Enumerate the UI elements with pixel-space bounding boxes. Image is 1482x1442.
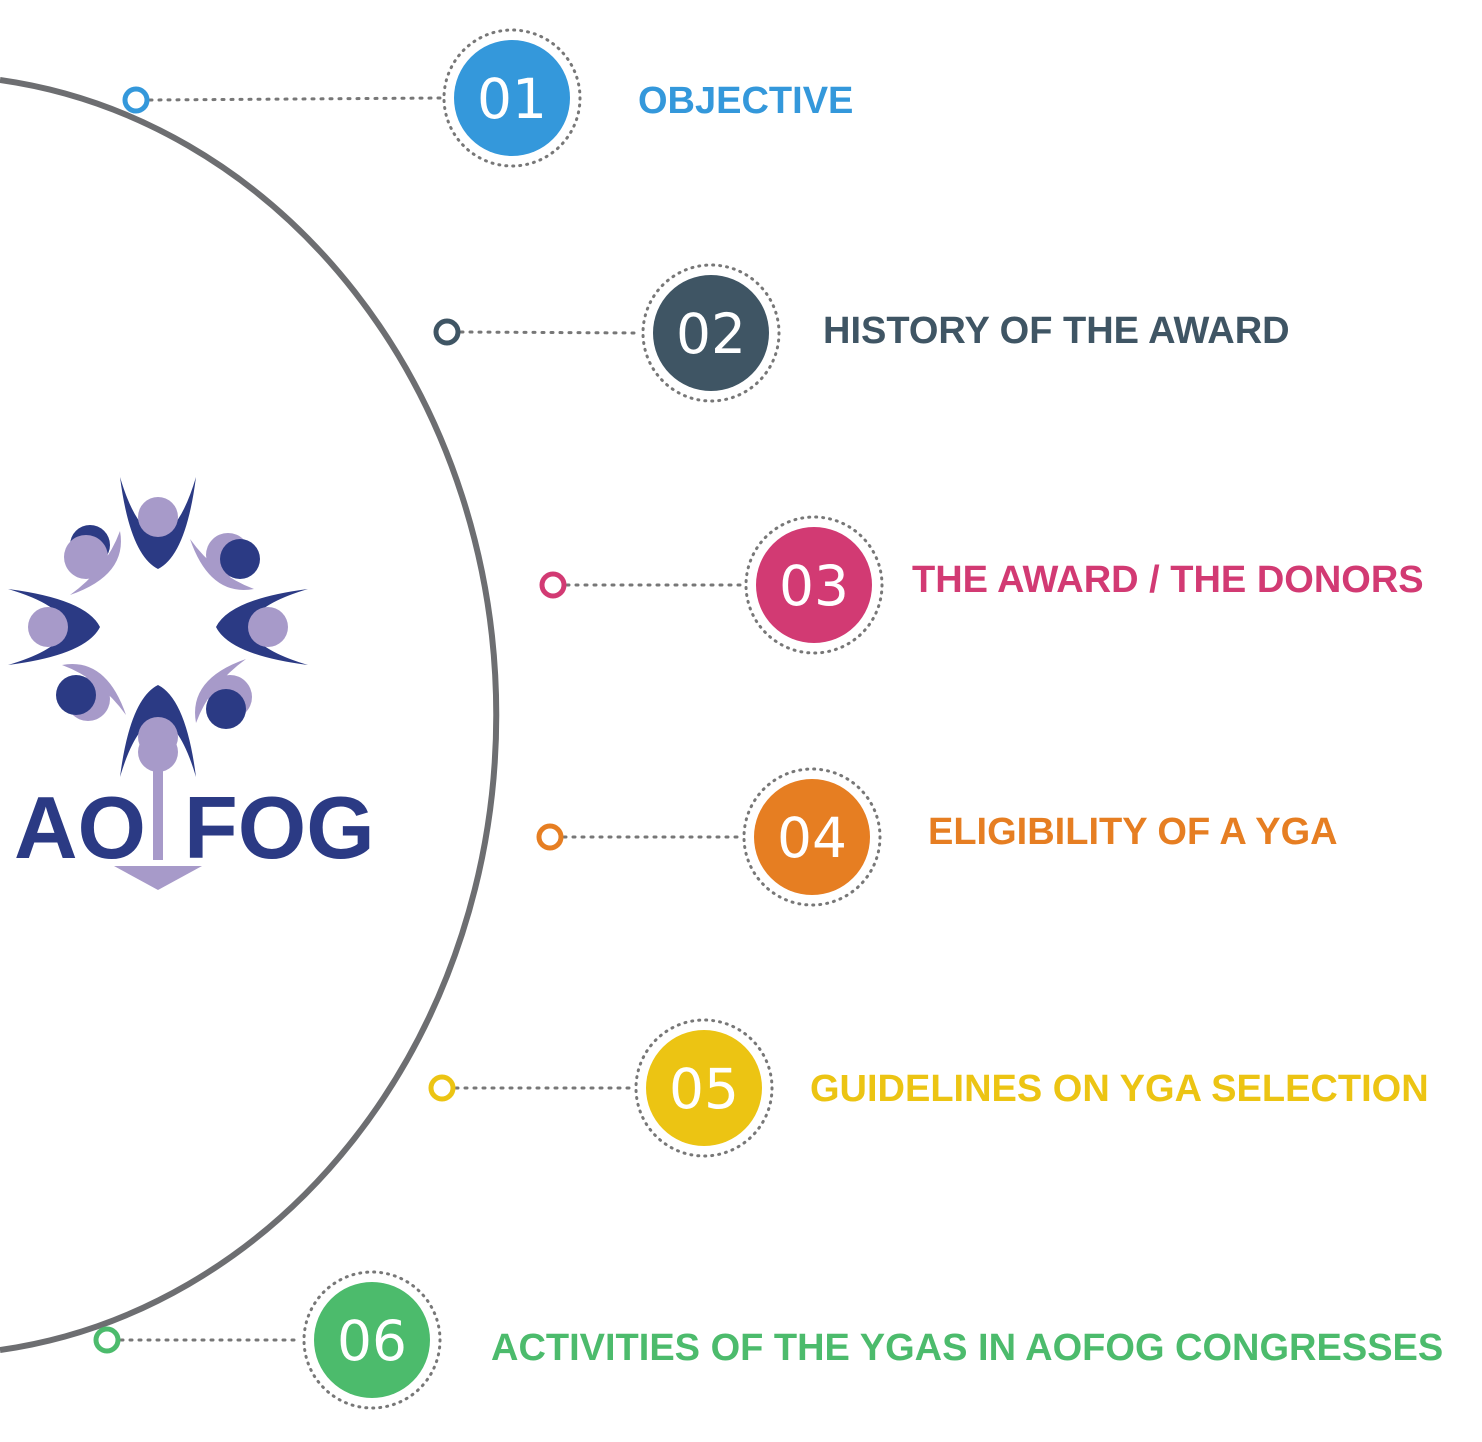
number-badge: [756, 527, 872, 643]
badge-dotted-ring: [742, 767, 882, 907]
badge-dotted-ring: [744, 515, 884, 655]
arc-marker-dot: [536, 823, 564, 851]
logo-lavender-body: [70, 531, 121, 595]
timeline-arc: [0, 77, 500, 1353]
logo-anchor-head: [138, 732, 178, 772]
logo-lavender-head: [138, 497, 178, 537]
number-badge: [314, 1282, 430, 1398]
section-item-03[interactable]: 03 THE AWARD / THE DONORS: [539, 515, 1424, 655]
logo-lavender-head: [248, 607, 288, 647]
logo-navy-body: [216, 589, 308, 665]
logo-lavender-body: [62, 664, 126, 715]
aofog-logo-mark: [8, 477, 308, 890]
section-list: 01 OBJECTIVE 02 HISTORY OF THE AWARD 03 THE A…: [93, 28, 1443, 1410]
number-badge-text: 06: [337, 1309, 407, 1373]
logo-figure-pair: [8, 531, 121, 715]
logo-text-fog: FOG: [184, 778, 375, 877]
logo-anchor-stem: [153, 768, 163, 860]
section-label[interactable]: HISTORY OF THE AWARD: [823, 310, 1290, 352]
logo-lavender-head: [64, 535, 108, 579]
logo-navy-head: [206, 689, 246, 729]
number-badge-text: 01: [477, 67, 547, 131]
section-item-01[interactable]: 01 OBJECTIVE: [122, 28, 853, 168]
badge-dotted-ring: [641, 263, 781, 403]
logo-lavender-body: [195, 659, 246, 723]
logo-navy-head: [220, 539, 260, 579]
number-badge: [454, 40, 570, 156]
arc-marker-dot: [539, 571, 567, 599]
section-label[interactable]: THE AWARD / THE DONORS: [912, 559, 1424, 601]
badge-dotted-ring: [442, 28, 582, 168]
arc-marker-dot: [93, 1326, 121, 1354]
number-badge-text: 04: [777, 806, 847, 870]
badge-dotted-ring: [634, 1018, 774, 1158]
number-badge: [754, 779, 870, 895]
section-label[interactable]: ACTIVITIES OF THE YGAS IN AOFOG CONGRESS…: [491, 1327, 1443, 1369]
aofog-logo: AO FOG: [8, 477, 375, 890]
connector-line: [148, 96, 442, 102]
number-badge-text: 02: [676, 302, 746, 366]
section-item-06[interactable]: 06 ACTIVITIES OF THE YGAS IN AOFOG CONGRE…: [93, 1270, 1443, 1410]
section-label[interactable]: OBJECTIVE: [638, 80, 853, 122]
connector-line: [459, 330, 641, 335]
logo-lavender-body: [190, 539, 254, 590]
logo-lavender-head: [28, 607, 68, 647]
number-badge: [653, 275, 769, 391]
logo-navy-body: [120, 477, 196, 569]
section-item-05[interactable]: 05 GUIDELINES ON YGA SELECTION: [428, 1018, 1429, 1158]
arc-marker-dot: [433, 318, 461, 346]
logo-anchor-arrow: [114, 866, 202, 890]
logo-navy-head: [56, 675, 96, 715]
section-item-02[interactable]: 02 HISTORY OF THE AWARD: [433, 263, 1290, 403]
logo-text-ao: AO: [14, 778, 146, 877]
section-item-04[interactable]: 04 ELIGIBILITY OF A YGA: [536, 767, 1338, 907]
logo-navy-body: [120, 685, 196, 777]
number-badge: [646, 1030, 762, 1146]
arc-marker-dot: [122, 86, 150, 114]
number-badge-text: 05: [669, 1057, 739, 1121]
arc-marker-dot: [428, 1074, 456, 1102]
logo-navy-body: [8, 589, 100, 665]
number-badge-text: 03: [779, 554, 849, 618]
section-label[interactable]: ELIGIBILITY OF A YGA: [928, 811, 1338, 853]
badge-dotted-ring: [302, 1270, 442, 1410]
section-label[interactable]: GUIDELINES ON YGA SELECTION: [810, 1068, 1429, 1110]
